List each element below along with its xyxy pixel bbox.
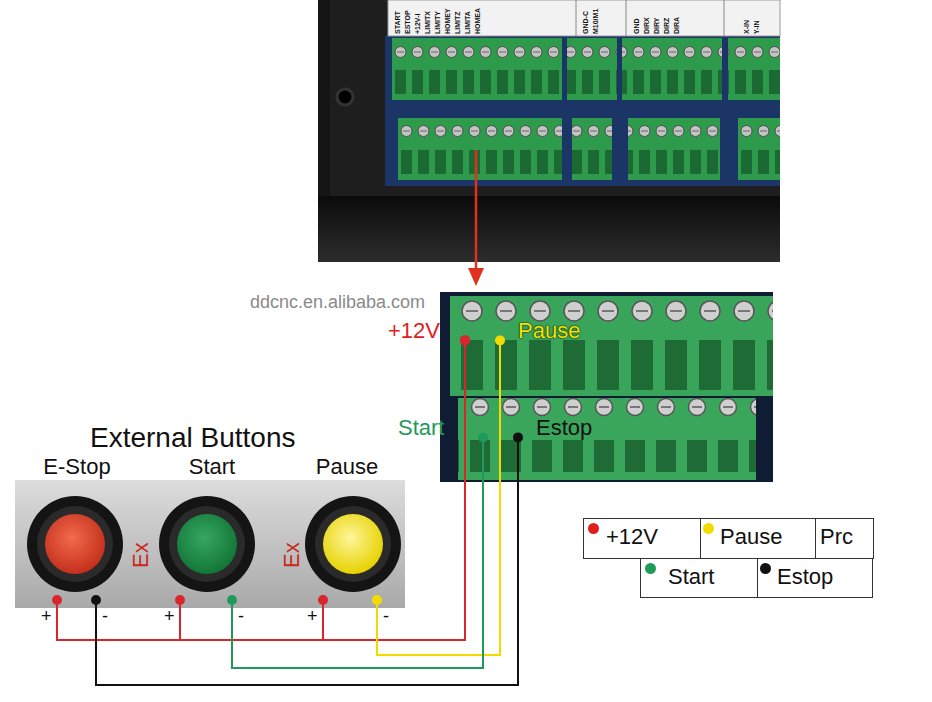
node-heading: +12V	[388, 318, 476, 344]
pin-name: X-IN	[742, 20, 751, 34]
polarity-mark: +	[41, 606, 52, 628]
pin-name: ESTOP	[403, 10, 412, 34]
wire-dot	[175, 595, 185, 605]
pin-name: DIRY	[652, 18, 661, 34]
polarity-mark: +	[164, 606, 175, 628]
watermark: ddcnc.en.alibaba.com	[250, 292, 425, 314]
terminal-label: Estop	[512, 413, 597, 443]
node-heading: Start	[135, 454, 289, 480]
legend-text: +12V	[606, 524, 658, 550]
wire	[227, 432, 488, 668]
wire	[372, 335, 505, 655]
wire-line	[96, 437, 518, 685]
wire-dot	[460, 335, 470, 345]
color-dot	[645, 563, 656, 574]
legend-text: Estop	[777, 564, 833, 590]
pin-name: M10/M1	[591, 9, 600, 34]
wire	[52, 335, 470, 640]
wire	[91, 432, 523, 685]
pin-name: GND-C	[581, 11, 590, 34]
node-heading: Estop	[536, 415, 597, 441]
wire-dot	[372, 595, 382, 605]
wire-dot	[318, 595, 328, 605]
terminal-label: Start	[398, 413, 494, 443]
pin-name: LIMITY	[433, 11, 442, 34]
terminal-label: +12V	[388, 316, 476, 346]
pin-name: LIMITA	[463, 11, 472, 34]
pin-name: DIRZ	[662, 18, 671, 34]
wire-dot	[478, 432, 488, 442]
push-button: Start	[135, 452, 289, 608]
table-cell: Prc	[820, 524, 853, 550]
wire-dot	[460, 335, 470, 345]
wire-dot	[460, 335, 470, 345]
wire	[318, 335, 470, 640]
push-button: Pause	[285, 452, 409, 608]
wire-dot	[513, 432, 523, 442]
color-dot	[760, 563, 771, 574]
wire-line	[323, 340, 465, 640]
node-heading: Pause	[285, 454, 409, 480]
wire-dot	[227, 595, 237, 605]
pin-name: HOMEY	[443, 8, 452, 34]
pin-name: GND	[632, 18, 641, 34]
pin-name: LIMITX	[423, 11, 432, 34]
pin-name: HOMEA	[473, 8, 482, 34]
diagram-title: External Buttons	[90, 421, 295, 455]
wire	[175, 335, 470, 640]
polarity-mark: +	[307, 606, 318, 628]
color-dot	[588, 523, 599, 534]
wire-dot	[52, 595, 62, 605]
polarity-mark: -	[238, 606, 244, 628]
legend-text: Pause	[720, 524, 782, 550]
polarity-mark: -	[102, 606, 108, 628]
wire-dot	[495, 335, 505, 345]
pin-name: LIMITZ	[453, 11, 462, 34]
color-dot	[703, 523, 714, 534]
terminal-label: Pause	[494, 316, 585, 346]
pin-name: Y-IN	[752, 20, 761, 34]
polarity-mark: -	[383, 606, 389, 628]
pin-name: DIRX	[642, 17, 651, 34]
button-marking: Ex	[281, 542, 303, 568]
pin-name: +12V-I	[413, 14, 422, 34]
push-button: E-Stop	[15, 452, 139, 608]
pin-name: START	[393, 11, 402, 34]
pin-name: DIRA	[672, 17, 681, 34]
wire-dot	[91, 595, 101, 605]
wire-line	[377, 340, 500, 655]
wire-line	[57, 340, 465, 640]
legend-text: Start	[668, 564, 714, 590]
wire-line	[180, 340, 465, 640]
wire-line	[232, 437, 483, 668]
button-marking: Ex	[130, 542, 152, 568]
node-heading: E-Stop	[15, 454, 139, 480]
node-heading: Start	[398, 415, 494, 441]
node-heading: Pause	[518, 318, 585, 344]
